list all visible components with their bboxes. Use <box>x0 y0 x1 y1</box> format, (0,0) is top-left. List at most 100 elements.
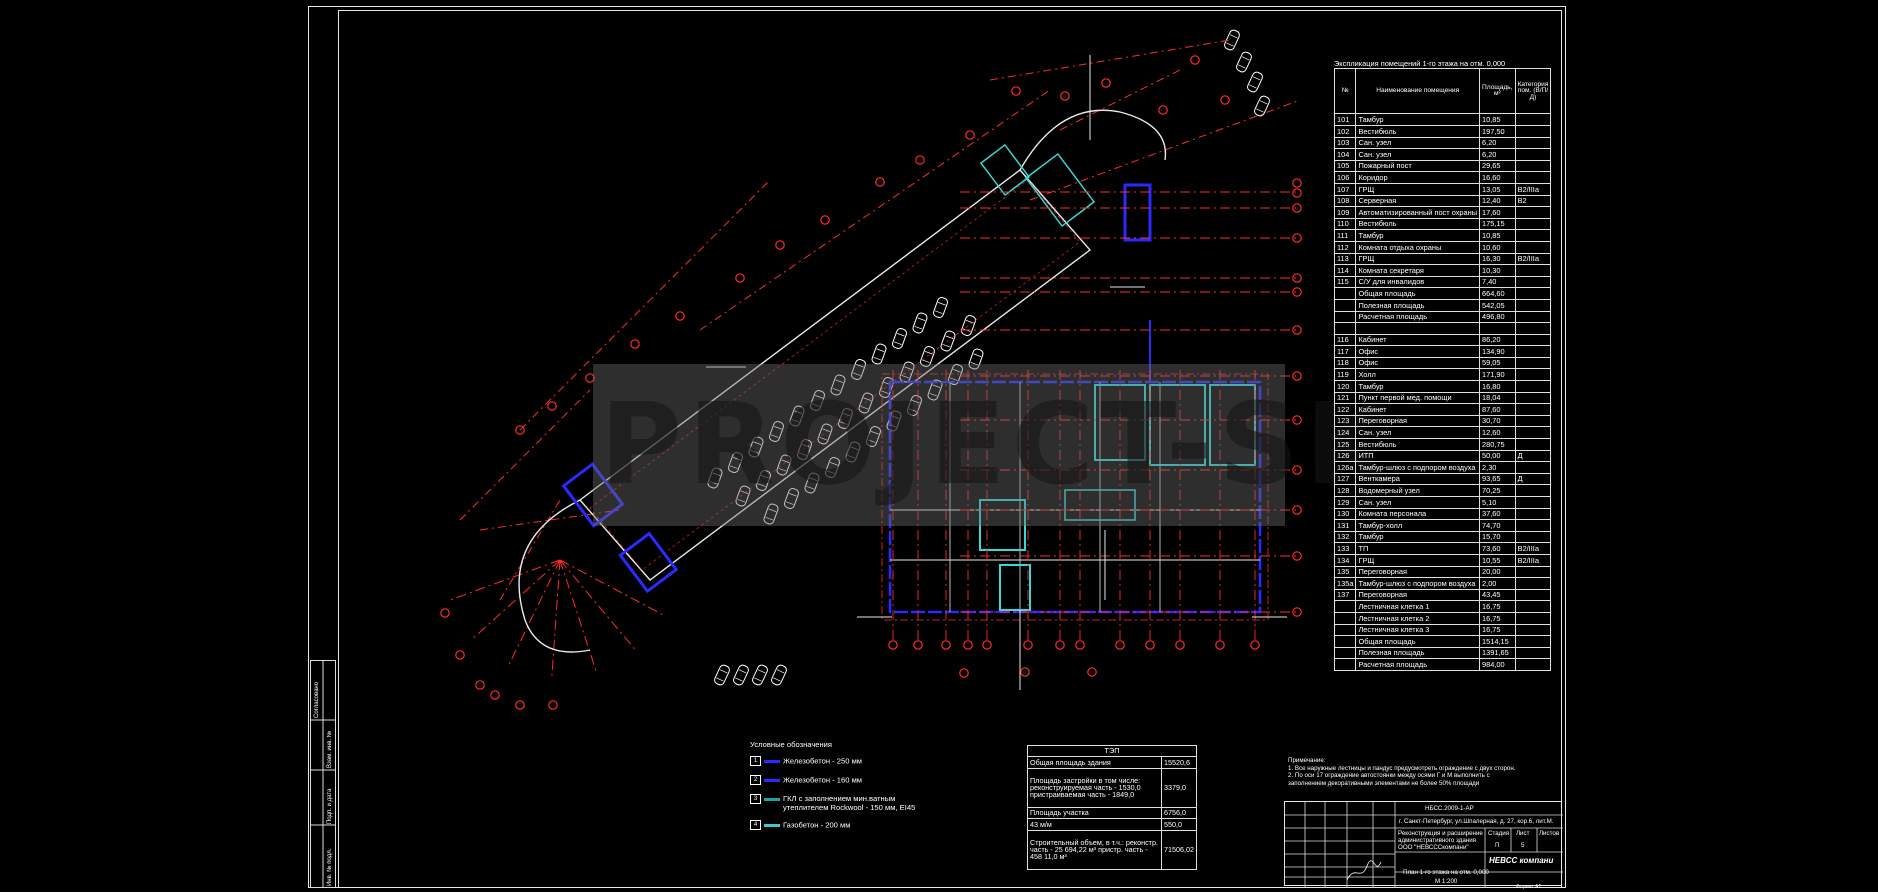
radial-axis-line <box>559 559 638 653</box>
parked-car <box>752 664 768 686</box>
car-body <box>845 441 861 463</box>
room-number: 120 <box>1333 380 1357 393</box>
car-body <box>1224 29 1240 51</box>
tep-row: Площадь застройки в том числе: реконстру… <box>1027 767 1197 808</box>
room-area: 10,85 <box>1479 113 1516 126</box>
tep-label: 43 м/м <box>1027 818 1162 831</box>
room-name: Тамбур-шлюз с подпором воздуха <box>1355 461 1481 474</box>
room-name: Венткамера <box>1355 472 1481 486</box>
car-body <box>756 470 771 491</box>
room-name: С/У для инвалидов <box>1355 275 1481 289</box>
car-rear-window <box>942 344 951 348</box>
room-name: Тамбур-шлюз с подпором воздуха <box>1355 577 1481 590</box>
room-category <box>1514 507 1552 521</box>
car-body <box>789 405 805 427</box>
room-number <box>1333 322 1357 335</box>
room-number: 108 <box>1333 194 1357 208</box>
parked-car <box>733 664 749 686</box>
axis-marker <box>963 640 973 650</box>
room-category <box>1514 496 1552 509</box>
car-body <box>763 503 779 525</box>
car-windshield <box>855 364 864 368</box>
axis-marker <box>1292 188 1302 198</box>
room-name: Лестничная клетка 1 <box>1355 600 1481 613</box>
room-category <box>1514 368 1552 382</box>
room-category <box>1514 159 1552 173</box>
car-windshield <box>896 333 905 337</box>
room-category <box>1514 403 1552 416</box>
room-number: 131 <box>1333 519 1357 532</box>
legend-label: ГКЛ с заполнением мин.ватным утеплителем… <box>783 794 916 812</box>
room-name: Сан. узел <box>1355 148 1481 161</box>
car-body <box>858 392 874 414</box>
car-windshield <box>719 669 728 674</box>
room-number: 105 <box>1333 159 1357 173</box>
axis-marker <box>630 339 640 349</box>
stamp-project: Реконструкция и расширение административ… <box>1398 830 1483 851</box>
car-windshield <box>1229 34 1238 39</box>
car-windshield <box>850 446 859 450</box>
legend-title: Условные обозначения <box>750 740 833 749</box>
axis-marker <box>1011 86 1021 96</box>
car-body <box>961 315 976 336</box>
room-number: 111 <box>1333 229 1357 242</box>
car-rear-window <box>826 470 835 474</box>
car-windshield <box>776 669 785 674</box>
axis-markers <box>440 55 1302 710</box>
car-body <box>810 390 825 411</box>
room-number: 135а <box>1333 577 1357 590</box>
car-rear-window <box>893 341 902 345</box>
parked-car <box>838 408 853 429</box>
axis-marker <box>515 700 525 710</box>
parked-car <box>714 664 730 686</box>
parked-car <box>769 421 784 442</box>
parked-car <box>735 485 751 507</box>
room-number: 119 <box>1333 368 1357 382</box>
car-rear-window <box>750 450 759 454</box>
room-category <box>1514 229 1552 242</box>
room-category <box>1514 217 1552 231</box>
room-name: Офис <box>1355 356 1481 370</box>
room-name: Коридор <box>1355 171 1481 184</box>
car-rear-window <box>806 486 815 490</box>
car-body <box>927 379 943 401</box>
room-category <box>1514 658 1552 671</box>
room-number: 115 <box>1333 275 1357 289</box>
room-name: Общая площадь <box>1355 635 1481 648</box>
room-area: 175,15 <box>1479 217 1516 231</box>
car-windshield <box>768 508 777 512</box>
axis-marker <box>1292 465 1302 475</box>
room-area: 984,00 <box>1479 658 1516 671</box>
stamp-address: г. Санкт-Петербург, ул.Шпалерная, д. 27,… <box>1399 818 1554 825</box>
room-category <box>1514 577 1552 590</box>
room-area: 171,90 <box>1479 368 1516 382</box>
tep-label: Строительный объем, в т.ч.: реконстр. ча… <box>1027 829 1162 870</box>
axis-marker <box>1292 371 1302 381</box>
room-number: 104 <box>1333 148 1357 161</box>
room-category <box>1514 530 1552 544</box>
room-area: 10,30 <box>1479 264 1516 277</box>
axis-marker <box>820 215 830 225</box>
car-body <box>940 330 956 352</box>
room-name: Полезная площадь <box>1355 646 1481 660</box>
axis-marker <box>1075 640 1085 650</box>
parked-car <box>776 454 792 476</box>
room-number: 137 <box>1333 588 1357 602</box>
car-body <box>866 426 881 447</box>
axis-marker <box>1292 505 1302 515</box>
room-category <box>1514 125 1552 138</box>
axis-marker <box>1292 551 1302 561</box>
parked-car <box>748 436 764 458</box>
signature-mark <box>1346 860 1382 881</box>
parked-car <box>912 312 928 334</box>
room-category <box>1514 148 1552 161</box>
